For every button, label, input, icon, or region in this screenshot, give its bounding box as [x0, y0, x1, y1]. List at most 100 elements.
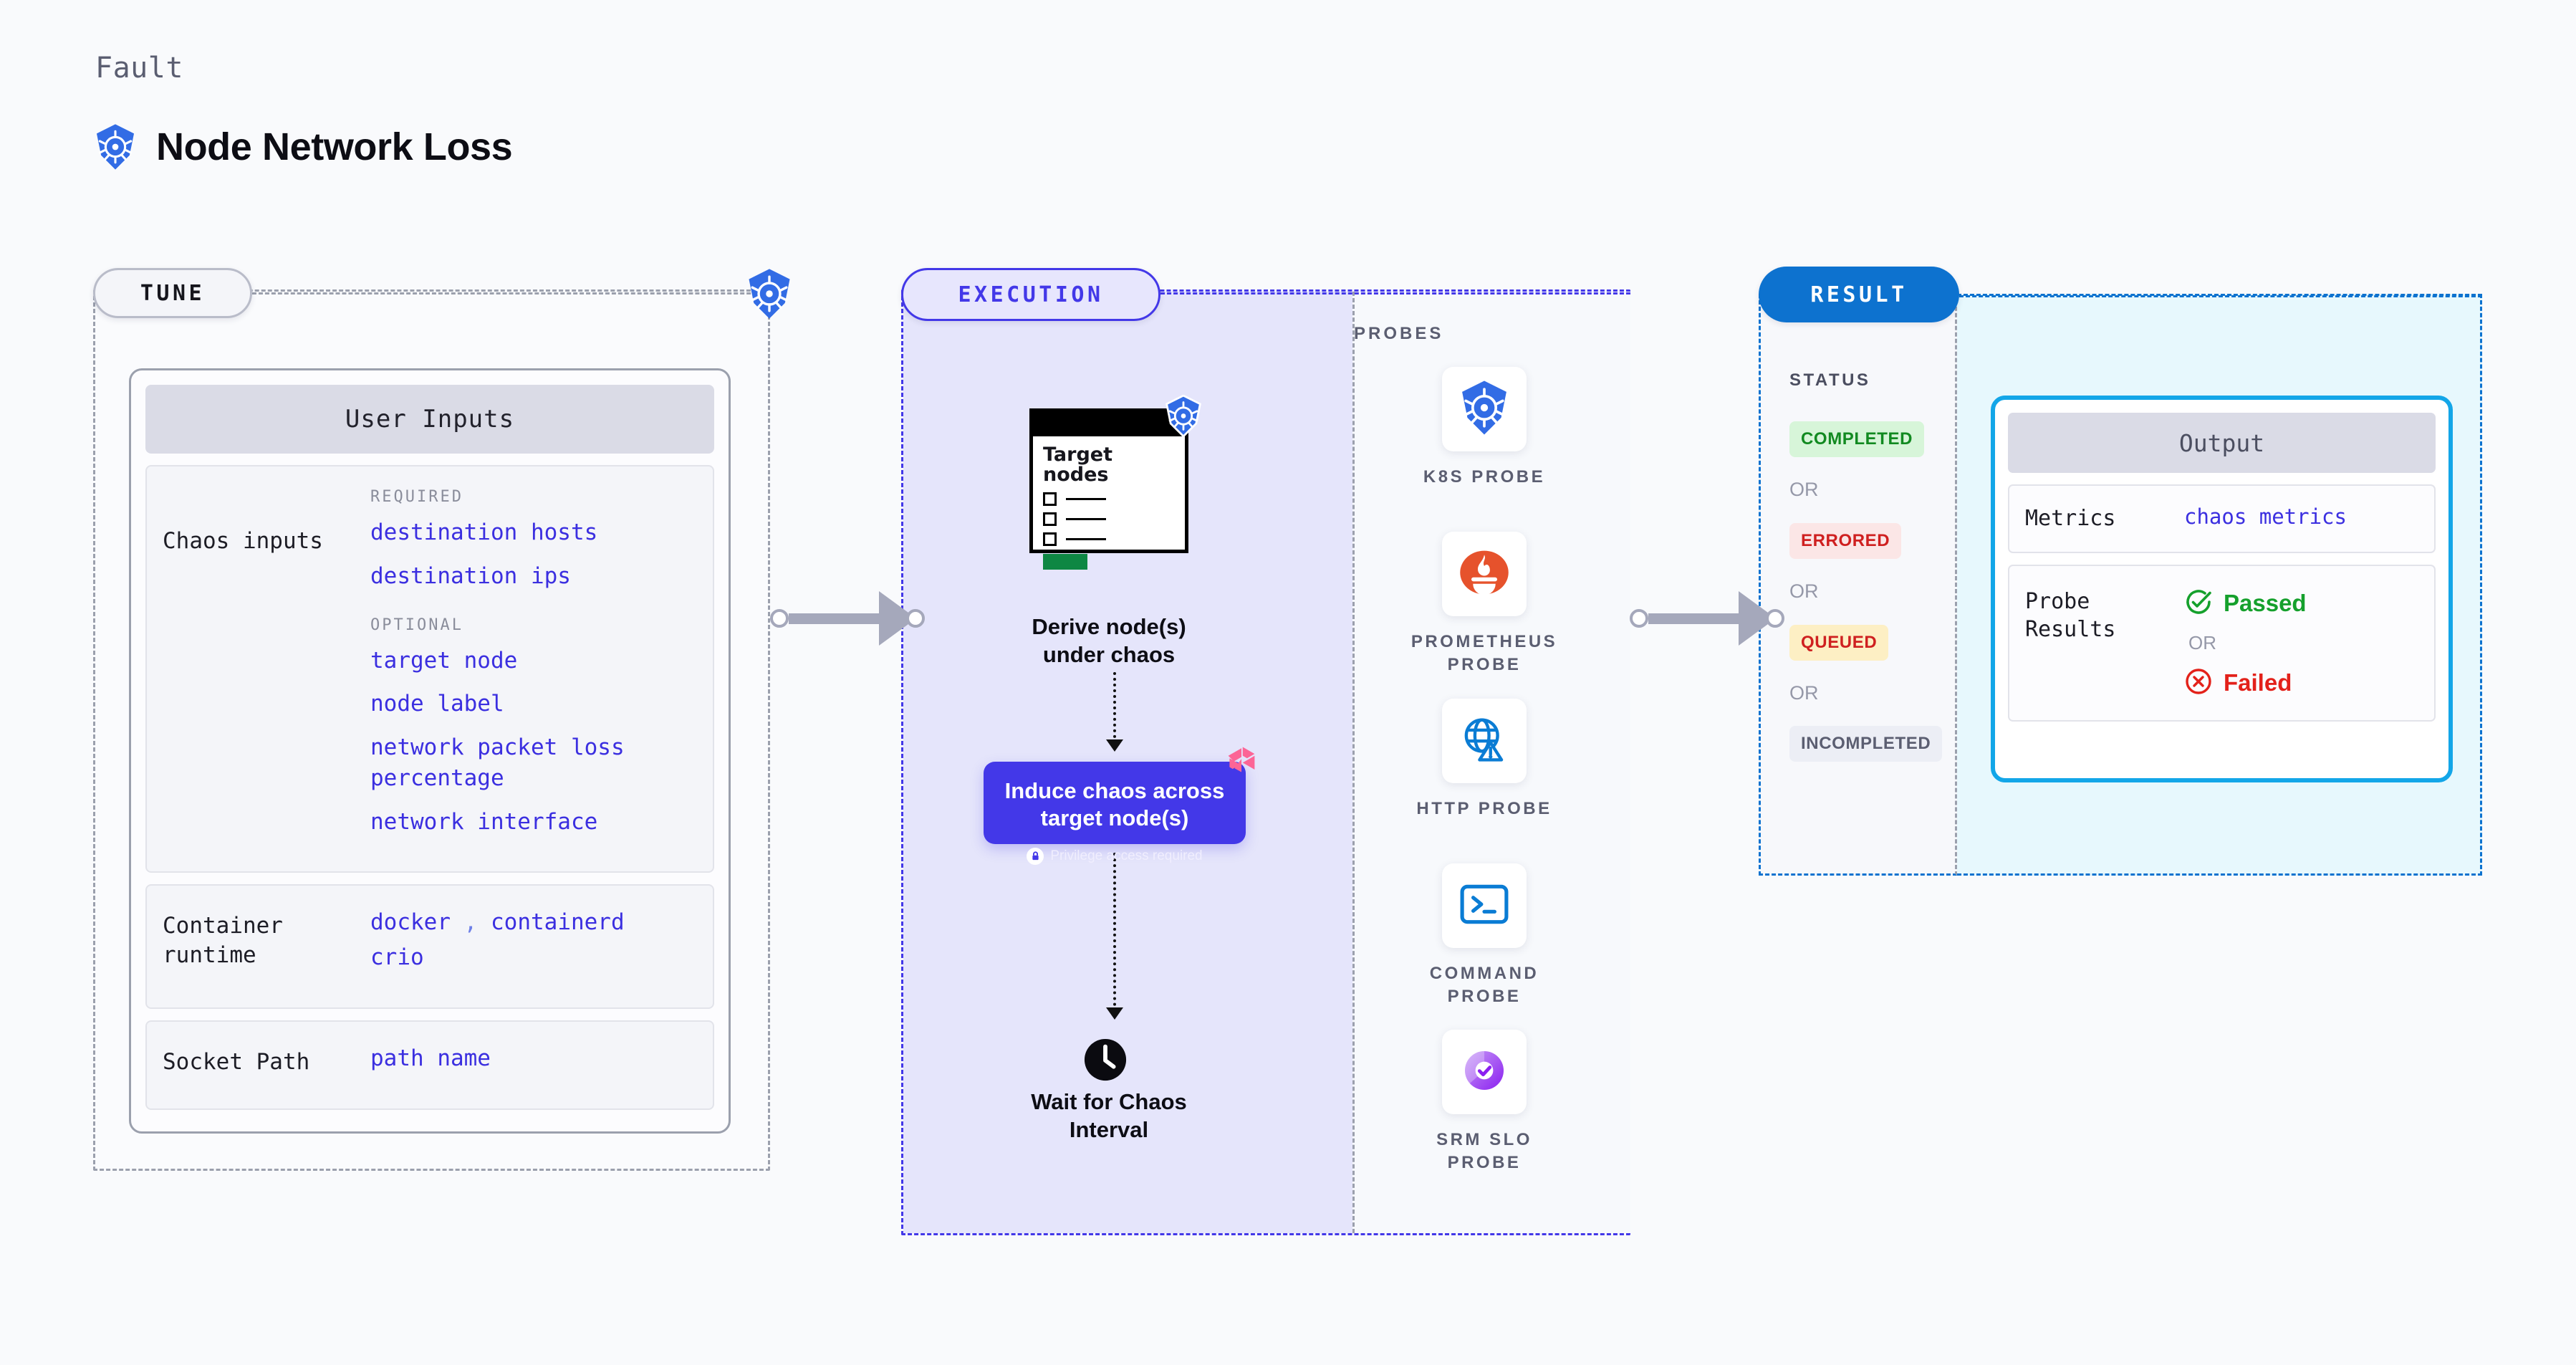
runtime-docker[interactable]: docker: [370, 909, 451, 936]
user-inputs-card: User Inputs Chaos inputs REQUIRED destin…: [129, 368, 731, 1134]
probe-k8s[interactable]: K8S PROBE: [1402, 367, 1567, 489]
prometheus-icon: [1458, 547, 1510, 601]
wait-interval-label-line1: Wait for Chaos: [1031, 1089, 1187, 1114]
input-network-packet-loss-percentage[interactable]: network packet loss percentage: [370, 734, 625, 791]
metrics-values: chaos metrics: [2184, 504, 2418, 533]
kubernetes-icon: [745, 268, 794, 322]
target-nodes-title-line1: Target: [1043, 444, 1113, 466]
passed-label: Passed: [2224, 589, 2307, 616]
flow-arrow-execution-to-result: [1630, 591, 1784, 646]
flow-connector-chaos-to-wait: [1113, 853, 1116, 1012]
litmus-chaos-icon: [1226, 744, 1256, 777]
target-nodes-titlebar: [1033, 412, 1185, 436]
input-network-interface[interactable]: network interface: [370, 808, 598, 835]
placeholder-line: [1066, 497, 1106, 500]
target-nodes-title-line2: nodes: [1043, 464, 1109, 487]
tune-connector-line: [252, 292, 770, 294]
placeholder-line: [1066, 517, 1106, 520]
probe-http[interactable]: HTTP PROBE: [1402, 699, 1567, 820]
stage-pill-execution[interactable]: EXECUTION: [901, 268, 1160, 321]
container-runtime-values: docker , containerd crio: [370, 907, 697, 986]
flow-arrow-shaft: [1648, 613, 1740, 624]
probe-tile: [1442, 863, 1527, 948]
derive-nodes-label-line2: under chaos: [1042, 642, 1176, 668]
checkbox-icon[interactable]: [1043, 492, 1057, 506]
probe-name-line1: PROMETHEUS: [1410, 632, 1558, 651]
probe-tile: [1442, 699, 1527, 783]
chaos-inputs-section: Chaos inputs REQUIRED destination hosts …: [145, 465, 714, 873]
runtime-separator: ,: [463, 909, 478, 936]
induce-chaos-node[interactable]: Induce chaos across target node(s) Privi…: [984, 762, 1246, 865]
container-runtime-section: Container runtime docker , containerd cr…: [145, 884, 714, 1009]
check-circle-icon: [2184, 588, 2213, 619]
target-nodes-card: Target nodes: [1029, 394, 1201, 570]
execution-connector-line: [1160, 292, 1630, 294]
probe-command[interactable]: COMMAND PROBE: [1402, 863, 1567, 1009]
metrics-value[interactable]: chaos metrics: [2184, 504, 2347, 529]
stage-pill-tune[interactable]: TUNE: [93, 268, 252, 318]
status-badge-completed: COMPLETED: [1789, 421, 1925, 457]
metrics-label: Metrics: [2025, 506, 2116, 531]
socket-path-values: path name: [370, 1043, 697, 1087]
lock-icon: [1027, 847, 1044, 865]
wait-interval-label: Wait for Chaos Interval: [998, 1088, 1220, 1144]
flow-arrow-shaft: [789, 613, 880, 624]
chaos-inputs-values: REQUIRED destination hosts destination i…: [370, 488, 697, 850]
srm-slo-donut-check-icon: [1458, 1045, 1510, 1099]
socket-path-value[interactable]: path name: [370, 1045, 491, 1071]
target-nodes-body: Target nodes: [1033, 436, 1185, 578]
input-node-label[interactable]: node label: [370, 691, 504, 717]
page-eyebrow: Fault: [95, 52, 183, 85]
probes-title: PROBES: [1354, 324, 1444, 343]
socket-path-label: Socket Path: [163, 1048, 310, 1075]
status-badge-queued: QUEUED: [1789, 625, 1889, 661]
target-node-row: [1043, 492, 1175, 506]
checkbox-icon[interactable]: [1043, 512, 1057, 526]
probe-tile: [1442, 1030, 1527, 1114]
probe-name-line1: COMMAND: [1429, 964, 1539, 983]
probe-srm-slo[interactable]: SRM SLO PROBE: [1402, 1030, 1567, 1175]
input-target-node[interactable]: target node: [370, 647, 518, 674]
probe-results-label-line2: Results: [2025, 617, 2116, 643]
privilege-note: Privilege access required: [984, 847, 1246, 865]
status-or-1: OR: [1789, 479, 1819, 500]
result-connector-line: [1959, 295, 2482, 297]
probe-tile: [1442, 532, 1527, 616]
result-status-area: [1759, 294, 1957, 876]
flow-arrow-start-knob: [770, 609, 789, 628]
terminal-icon: [1459, 882, 1509, 929]
output-title: Output: [2008, 413, 2436, 473]
input-destination-ips[interactable]: destination ips: [370, 562, 571, 589]
flow-arrow-start-knob: [1630, 609, 1648, 628]
probe-name-line2: PROBE: [1447, 655, 1522, 675]
kubernetes-icon: [93, 123, 138, 171]
probe-results-label: Probe Results: [2025, 588, 2184, 699]
probe-name: HTTP PROBE: [1402, 798, 1567, 820]
checkbox-icon[interactable]: [1043, 532, 1057, 546]
runtime-crio[interactable]: crio: [370, 944, 424, 971]
stage-pill-result[interactable]: RESULT: [1759, 267, 1959, 322]
runtime-row-1: docker , containerd: [370, 907, 697, 938]
probe-name: K8S PROBE: [1402, 466, 1567, 489]
output-card: Output Metrics chaos metrics Probe Resul…: [1991, 396, 2453, 782]
page-title-row: Node Network Loss: [93, 123, 513, 171]
probe-results-section: Probe Results Passed OR: [2008, 564, 2436, 722]
status-badge-errored: ERRORED: [1789, 523, 1902, 559]
probe-result-or: OR: [2188, 631, 2216, 653]
chaos-inputs-label: Chaos inputs: [163, 528, 323, 554]
derive-nodes-label: Derive node(s) under chaos: [998, 613, 1220, 669]
flow-arrow-end-knob: [906, 609, 925, 628]
input-destination-hosts[interactable]: destination hosts: [370, 519, 598, 545]
probe-results-values: Passed OR Failed: [2184, 588, 2418, 699]
privilege-note-text: Privilege access required: [1050, 848, 1203, 863]
probe-name-line1: HTTP: [1416, 799, 1471, 818]
container-runtime-label: Container runtime: [163, 913, 283, 969]
clock-icon: [1083, 1038, 1128, 1085]
flow-connector-derive-to-chaos: [1113, 672, 1116, 744]
probe-prometheus[interactable]: PROMETHEUS PROBE: [1402, 532, 1567, 677]
runtime-containerd[interactable]: containerd: [491, 909, 625, 936]
probe-name-line2: PROBE: [1478, 799, 1552, 818]
probe-name-line1: SRM SLO: [1436, 1130, 1532, 1149]
derive-nodes-label-line1: Derive node(s): [1032, 614, 1186, 639]
probe-tile: [1442, 367, 1527, 451]
